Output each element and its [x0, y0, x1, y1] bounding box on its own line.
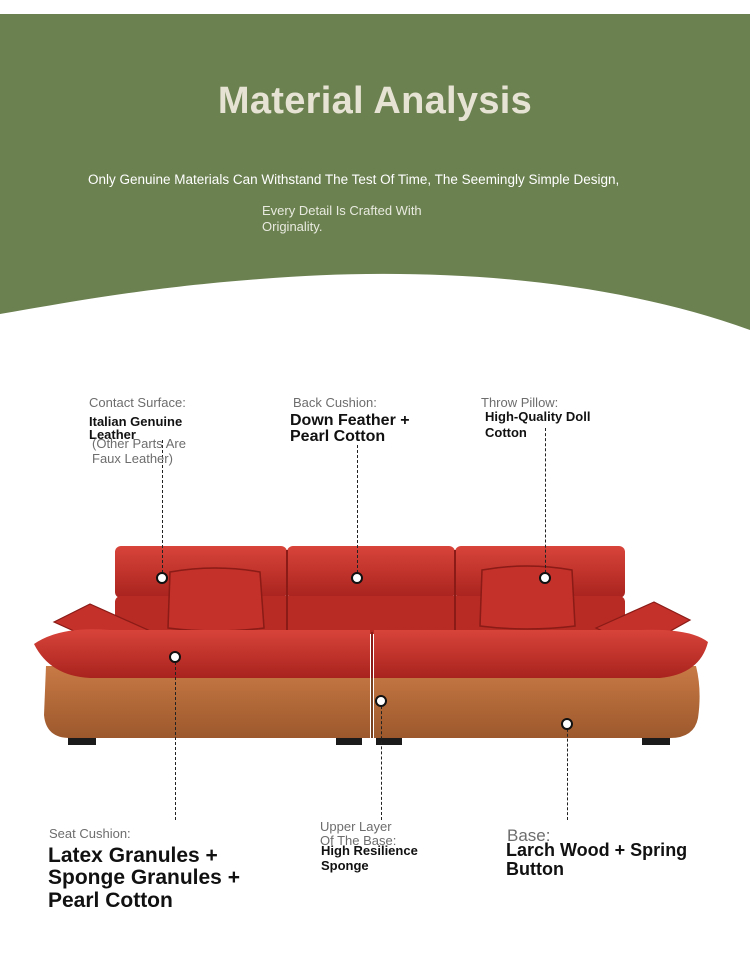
base-leader	[567, 724, 568, 820]
upper-layer-value-line-1: High Resilience	[321, 843, 418, 858]
sofa-illustration	[34, 546, 708, 745]
seat-cushion-value-line-3: Pearl Cotton	[48, 889, 173, 912]
throw-pillow-value-line-1: High-Quality Doll	[485, 409, 591, 424]
back-cushion-label: Back Cushion:	[293, 395, 377, 410]
base-label: Base:	[507, 826, 551, 845]
subtitle-line-2: Every Detail Is Crafted With Originality…	[262, 203, 422, 234]
subtitle-line-1: Only Genuine Materials Can Withstand The…	[88, 172, 620, 187]
seat-cushion-label: Seat Cushion:	[49, 826, 131, 841]
contact-surface-note: (Other Parts Are Faux Leather)	[92, 436, 186, 466]
top-strip	[0, 0, 750, 14]
base-marker	[561, 718, 573, 730]
base-value-line-2: Button	[506, 859, 564, 879]
throw-pillow-leader	[545, 428, 546, 578]
seat-cushion-value-line-1: Latex Granules +	[48, 844, 218, 867]
contact-surface-label: Contact Surface:	[89, 395, 186, 410]
back-cushion-value-line-2: Pearl Cotton	[290, 428, 386, 445]
contact-surface-marker	[156, 572, 168, 584]
upper-layer-label-line-2: Of The Base:	[320, 833, 397, 848]
back-cushion-value-line-1: Down Feather +	[290, 412, 410, 429]
upper-layer-leader	[381, 701, 382, 820]
throw-pillow-label: Throw Pillow:	[481, 395, 559, 410]
upper-layer-marker	[375, 695, 387, 707]
header-banner	[0, 14, 750, 330]
upper-layer-label-line-1: Upper Layer	[320, 819, 392, 834]
page-title: Material Analysis	[217, 80, 533, 122]
seat-cushion-value-line-2: Sponge Granules +	[48, 866, 240, 889]
throw-pillow-value-line-2: Cotton	[485, 425, 527, 440]
throw-pillow-marker	[539, 572, 551, 584]
contact-surface-leader	[162, 440, 163, 578]
back-cushion-leader	[357, 445, 358, 578]
contact-surface-value: Italian Genuine Leather	[89, 414, 183, 442]
base-value-line-1: Larch Wood + Spring	[506, 840, 688, 860]
seat-cushion-marker	[169, 651, 181, 663]
upper-layer-value-line-2: Sponge	[321, 858, 369, 873]
back-cushion-marker	[351, 572, 363, 584]
seat-cushion-leader	[175, 657, 176, 820]
